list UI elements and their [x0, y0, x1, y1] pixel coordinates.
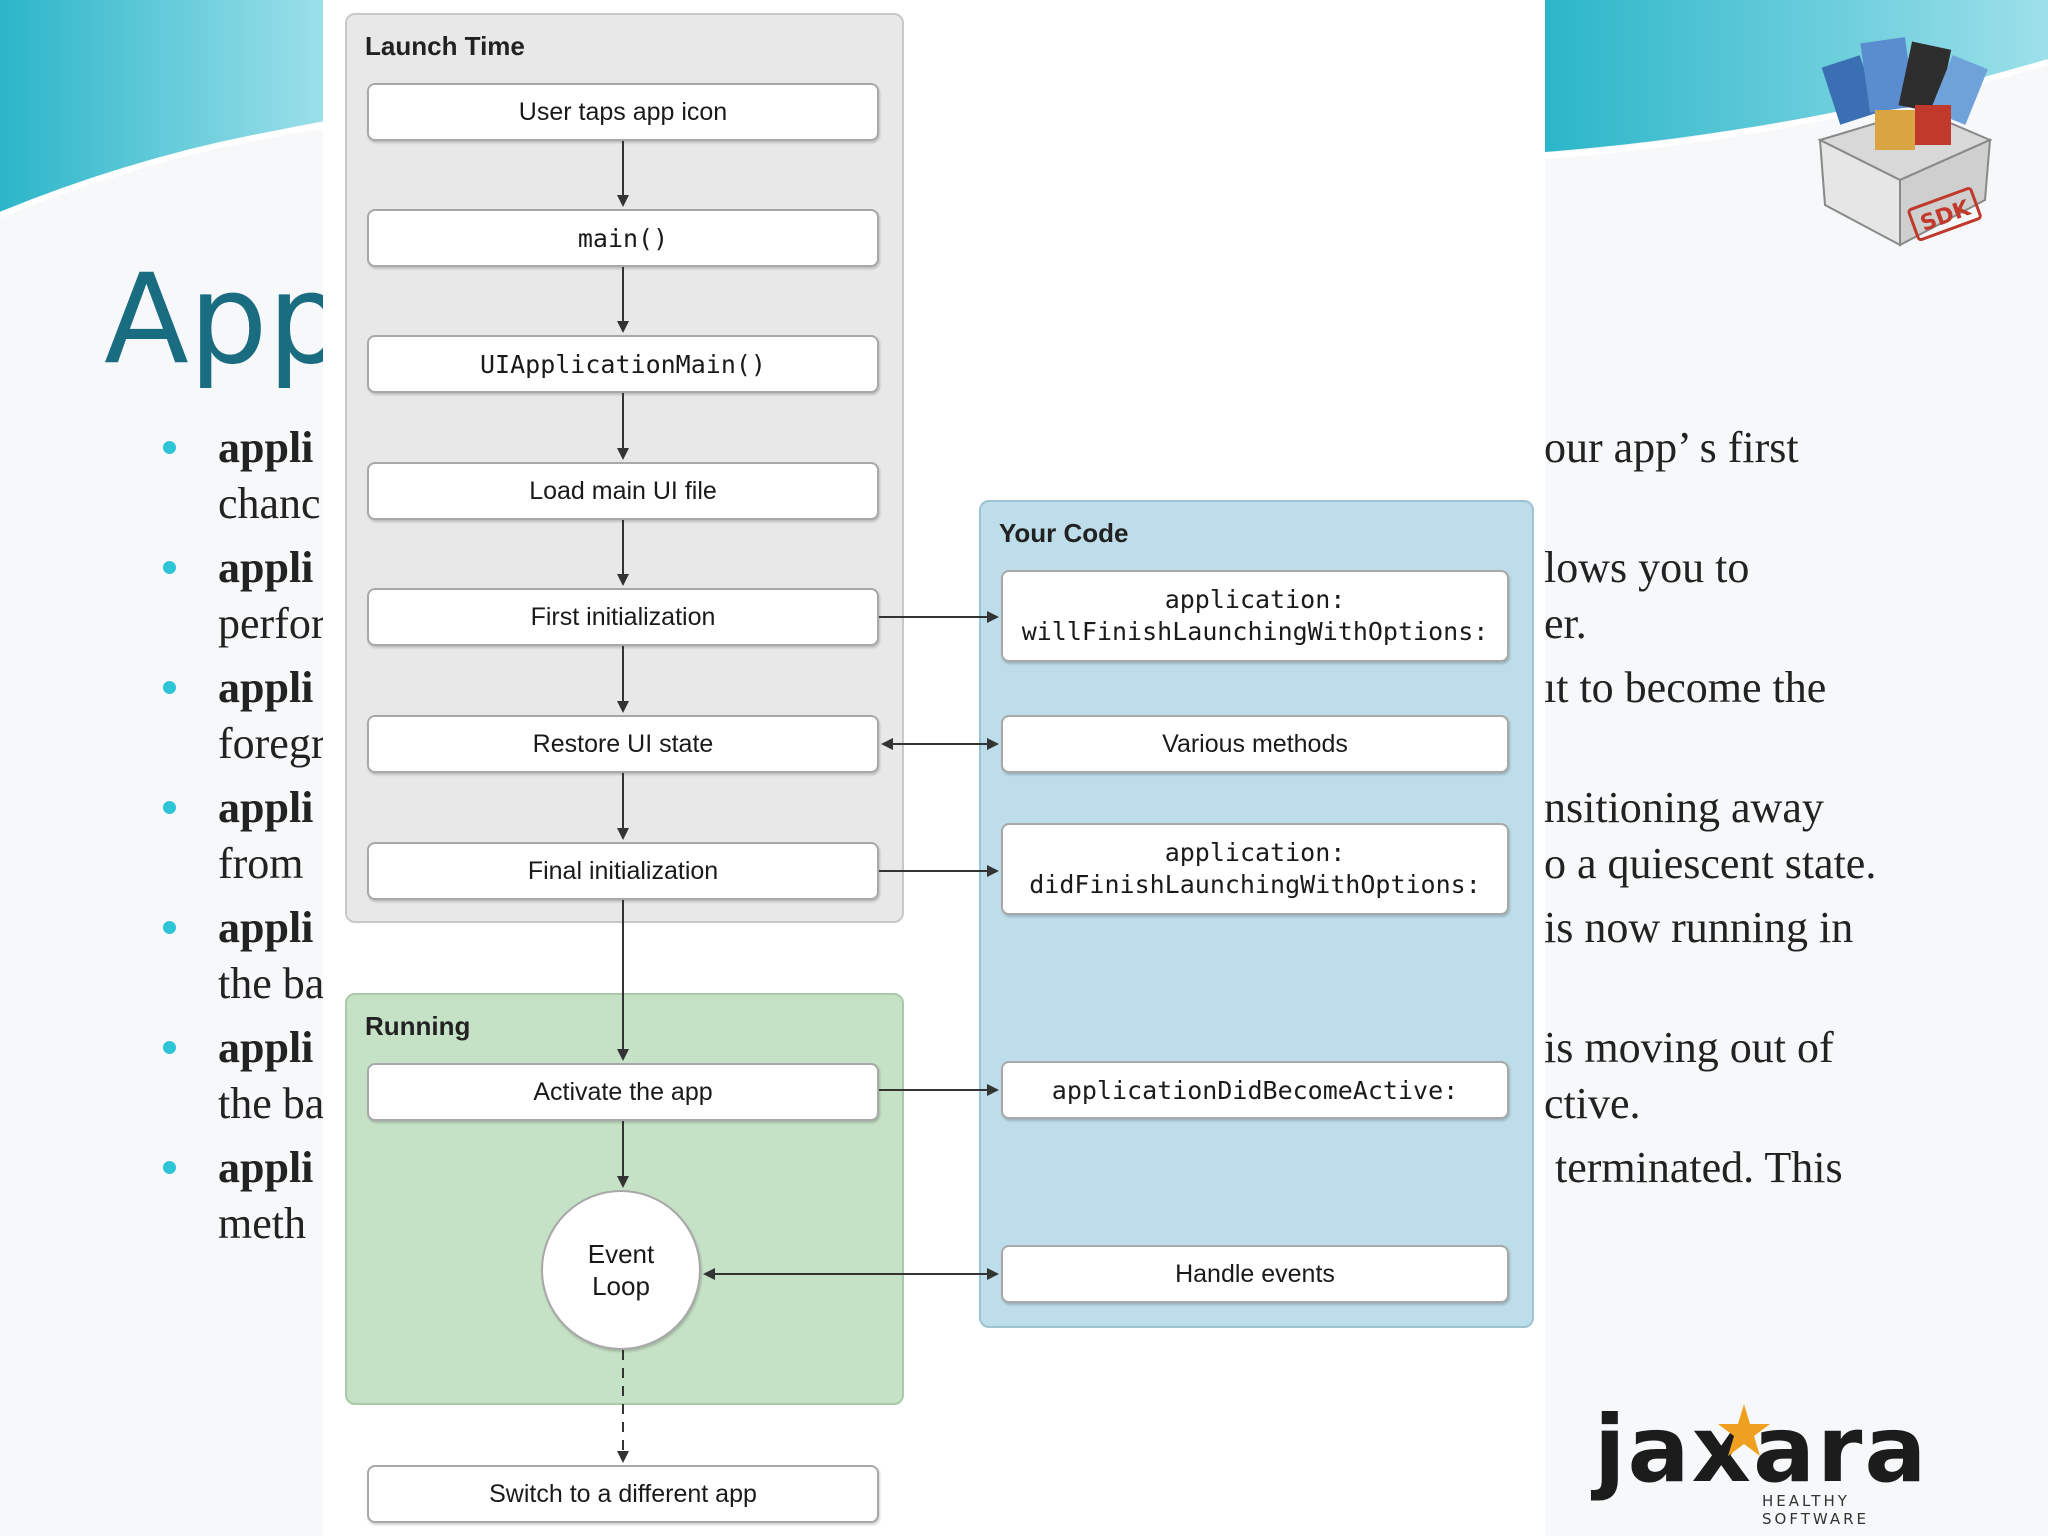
step-final-initialization: Final initialization [367, 842, 879, 900]
bullet-3-right-line-1: ıt to become the [1544, 663, 1827, 712]
logo-text: jaxara [1594, 1396, 1929, 1503]
code-did-line-2: didFinishLaunchingWithOptions: [1029, 870, 1481, 899]
bullet-2-right-line-1: lows you to [1544, 543, 1750, 592]
sdk-box-icon: SDK [1817, 37, 1993, 247]
event-loop-line-2: Loop [592, 1271, 650, 1301]
code-did-become-active: applicationDidBecomeActive: [1001, 1061, 1509, 1119]
step-activate-app: Activate the app [367, 1063, 879, 1121]
bullet-4-right-line-1: nsitioning away [1544, 783, 1824, 832]
step-main: main() [367, 209, 879, 267]
bullet-3-line-1: appli [218, 663, 314, 712]
bullet-2-line-2: perfor [218, 599, 326, 648]
bullet-5-line-2: the ba [218, 959, 325, 1008]
step-first-initialization: First initialization [367, 588, 879, 646]
code-will-line-1: application: [1164, 585, 1346, 614]
bullet-4-line-1: appli [218, 783, 314, 832]
bullet-dot [163, 561, 176, 574]
bullet-7-right-line-1: terminated. This [1544, 1143, 1843, 1192]
bullet-6-line-2: the ba [218, 1079, 325, 1128]
code-various-methods: Various methods [1001, 715, 1509, 773]
bullet-dot [163, 441, 176, 454]
bullet-7-line-2: meth [218, 1199, 306, 1248]
step-restore-ui-state: Restore UI state [367, 715, 879, 773]
bullet-6-line-1: appli [218, 1023, 314, 1072]
bullet-6-right-line-2: ctive. [1544, 1079, 1641, 1128]
step-switch-app: Switch to a different app [367, 1465, 879, 1523]
logo-star-icon [1718, 1404, 1770, 1456]
bullet-2-right-line-2: er. [1544, 599, 1587, 648]
event-loop-line-1: Event [587, 1239, 655, 1269]
event-loop: Event Loop [541, 1190, 701, 1350]
bullet-5-line-1: appli [218, 903, 314, 952]
bullet-5-right-line-1: is now running in [1544, 903, 1854, 952]
launch-time-title: Launch Time [365, 31, 525, 61]
bullet-1-right-line-1: our app’ s first [1544, 423, 1799, 472]
bullet-3-line-2: foregr [218, 719, 326, 768]
bullet-dot [163, 1041, 176, 1054]
bullet-4-right-line-2: o a quiescent state. [1544, 839, 1877, 888]
bullet-1-line-2: chanc [218, 479, 321, 528]
bullet-1-line-1: appli [218, 423, 314, 472]
step-user-taps-icon: User taps app icon [367, 83, 879, 141]
code-did-finish-launching: application: didFinishLaunchingWithOptio… [1001, 823, 1509, 915]
bullet-6-right-line-1: is moving out of [1544, 1023, 1834, 1072]
bullet-2-line-1: appli [218, 543, 314, 592]
logo-tagline: HEALTHY SOFTWARE [1762, 1492, 1870, 1528]
jaxara-logo: jaxara HEALTHY SOFTWARE [1594, 1396, 1954, 1529]
code-did-line-1: application: [1164, 838, 1346, 867]
step-load-main-ui-file: Load main UI file [367, 462, 879, 520]
code-will-line-2: willFinishLaunchingWithOptions: [1021, 617, 1489, 646]
code-handle-events: Handle events [1001, 1245, 1509, 1303]
your-code-title: Your Code [999, 518, 1129, 548]
app-lifecycle-diagram: Launch Time Running Your Code User taps … [323, 0, 1545, 1536]
bullet-4-line-2: from [218, 839, 304, 888]
slide-title: App [104, 248, 347, 392]
running-title: Running [365, 1011, 471, 1041]
bullet-dot [163, 681, 176, 694]
bullet-7-line-1: appli [218, 1143, 314, 1192]
bullet-dot [163, 1161, 176, 1174]
bullet-dot [163, 921, 176, 934]
bullet-dot [163, 801, 176, 814]
step-uiapplicationmain: UIApplicationMain() [367, 335, 879, 393]
code-will-finish-launching: application: willFinishLaunchingWithOpti… [1001, 570, 1509, 662]
